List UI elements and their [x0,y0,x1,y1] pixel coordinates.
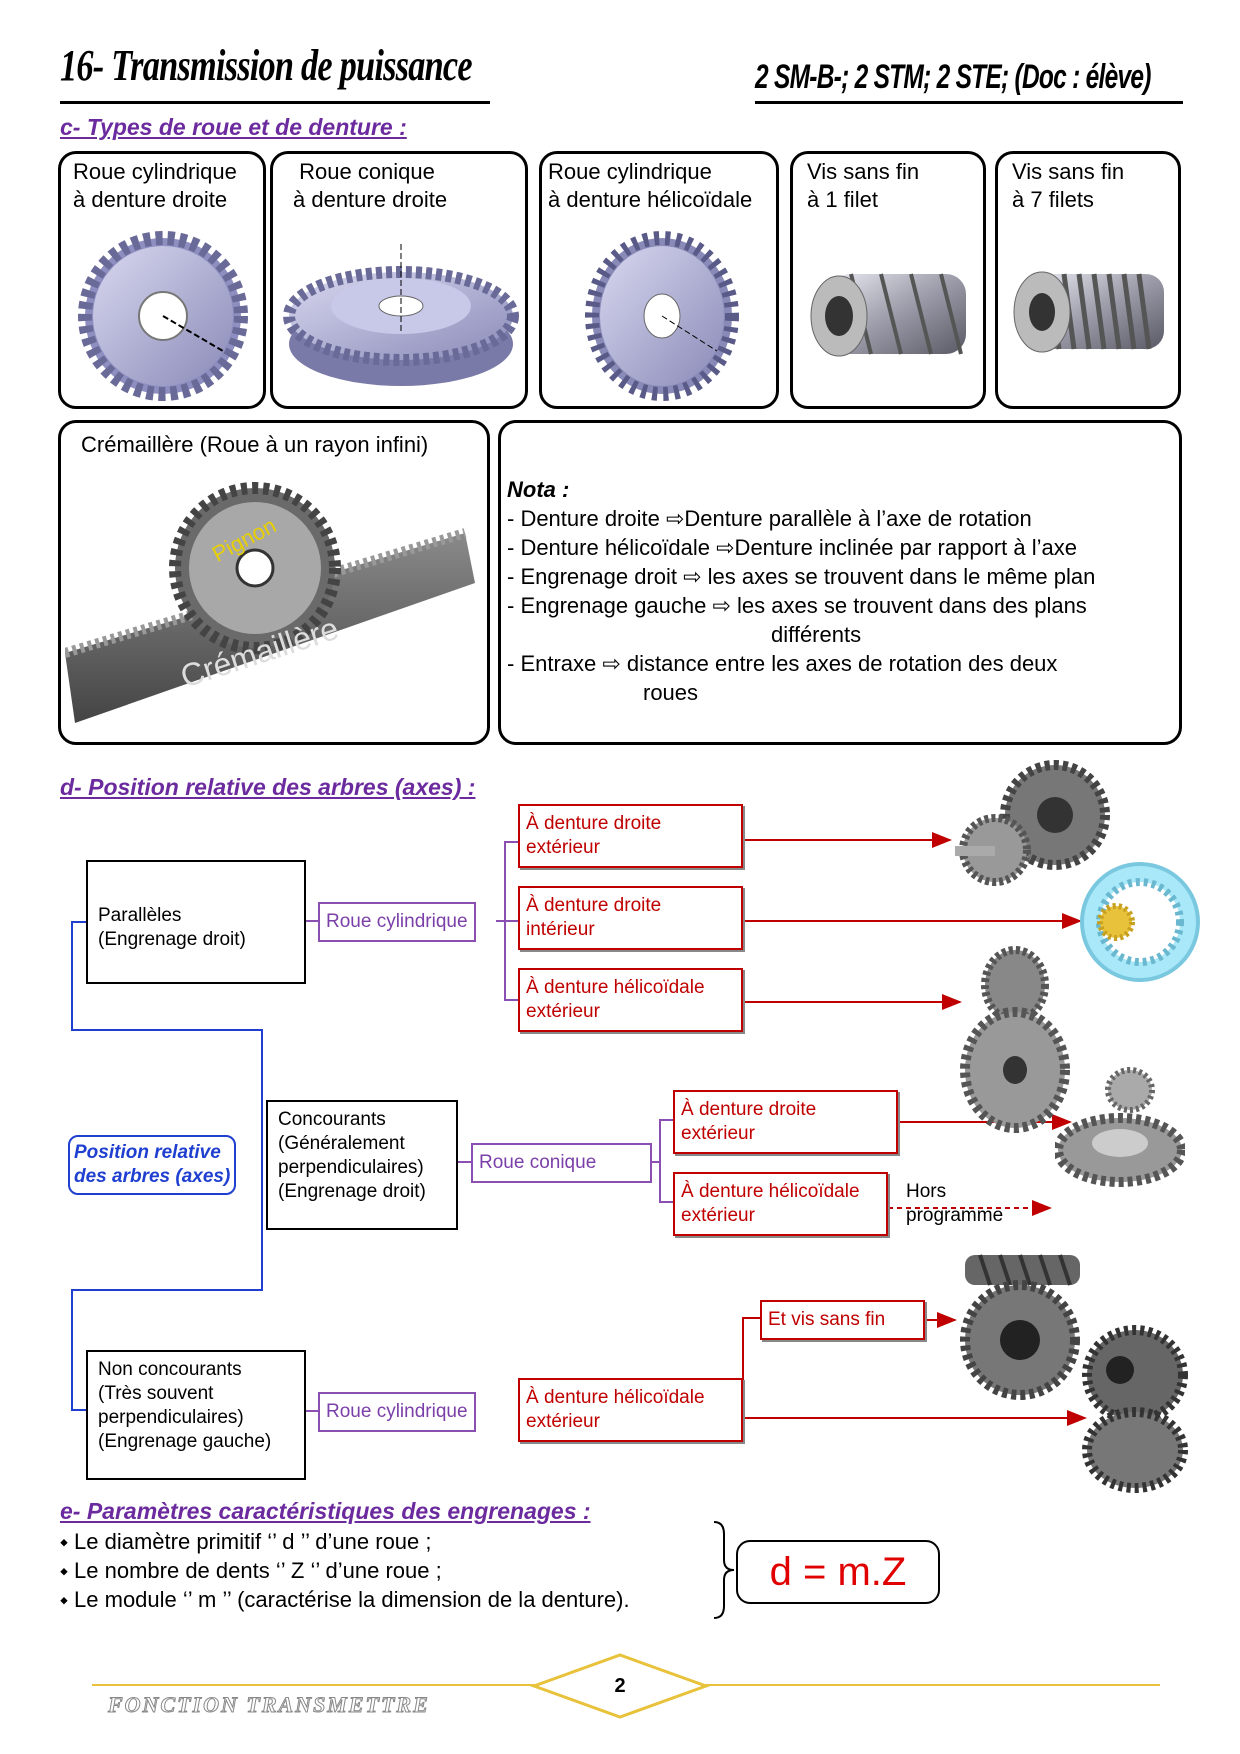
section-c-heading: c- Types de roue et de denture : [60,114,407,140]
leaf-spur-internal: À denture droite intérieur [518,886,743,950]
nota-line: roues [643,680,699,705]
root-node: Position relative des arbres (axes) [68,1135,237,1195]
section-e-heading: e- Paramètres caractéristiques des engre… [60,1498,591,1524]
branch-non-concurrent: Non concourants (Très souvent perpendicu… [86,1350,306,1480]
leaf-worm: Et vis sans fin [760,1300,925,1340]
card-label: Vis sans fin à 1 filet [807,159,920,212]
branch-parallel: Parallèles (Engrenage droit) [86,860,306,984]
nota-title: Nota : [507,477,570,502]
leaf-crossed-helical: À denture hélicoïdale extérieur [518,1378,743,1442]
nota-line: - Entraxe ⇨ distance entre les axes de r… [507,651,1058,676]
nota-card: Nota : - Denture droite ⇨Denture parallè… [498,420,1182,745]
wheel-cylindrical-crossed: Roue cylindrique [318,1392,476,1432]
worm-gear-image [960,1254,1080,1400]
card-rack: Crémaillère (Roue à un rayon infini) Pig… [58,420,490,745]
page-number: 2 [614,1675,626,1697]
param-item: ⬩ Le nombre de dents ‘’ Z ‘’ d’une roue … [60,1558,442,1583]
page-title: 16- Transmission de puissance [60,41,473,90]
branch-concurrent: Concourants (Généralement perpendiculair… [266,1100,458,1230]
leaf-bevel-helical: À denture hélicoïdale extérieur [673,1172,888,1236]
param-item: ⬩ Le module ‘’ m ’’ (caractérise la dime… [60,1587,630,1612]
nota-line: différents [771,622,862,647]
card-label: Crémaillère (Roue à un rayon infini) [81,432,429,457]
leaf-helical-external: À denture hélicoïdale extérieur [518,968,743,1032]
card-label: Vis sans fin à 7 filets [1012,159,1125,212]
helical-pair-image [960,946,1070,1133]
card-worm-1: Vis sans fin à 1 filet [790,151,986,409]
page-number-diamond [530,1653,710,1719]
card-bevel-gear: Roue conique à denture droite [270,151,528,409]
bevel-pair-image [1055,1067,1185,1187]
tree-connectors [71,832,1087,1426]
nota-line: - Engrenage droit ⇨ les axes se trouvent… [507,564,1096,589]
nota-line: - Denture hélicoïdale ⇨Denture inclinée … [507,535,1077,560]
card-helical-gear: Roue cylindrique à denture hélicoïdale [539,151,779,409]
worm-one-thread-image [810,273,966,357]
param-list: ⬩ Le diamètre primitif ‘’ d ’’ d’une rou… [60,1527,630,1614]
nota-line: - Engrenage gauche ⇨ les axes se trouven… [507,593,1087,618]
wheel-bevel: Roue conique [471,1143,652,1183]
spur-pair-image [955,760,1110,886]
leaf-bevel-straight: À denture droite extérieur [673,1090,898,1154]
nota-text: Nota : - Denture droite ⇨Denture parallè… [507,475,1183,707]
worm-seven-threads-image [1013,271,1164,353]
classes-underline [755,101,1183,104]
curly-brace [713,1521,735,1619]
formula-box: d = m.Z [736,1540,940,1604]
rack-pinion-image: Pignon Crémaillère [65,482,475,723]
param-item: ⬩ Le diamètre primitif ‘’ d ’’ d’une rou… [60,1529,432,1554]
leaf-spur-external: À denture droite extérieur [518,804,743,868]
spur-gear-image [78,231,248,401]
helical-gear-image [585,231,739,401]
title-underline [60,101,490,104]
card-label: Roue cylindrique à denture droite [73,159,237,212]
section-d-heading: d- Position relative des arbres (axes) : [60,774,476,800]
class-levels: 2 SM-B-; 2 STM; 2 STE; (Doc : élève) [755,58,1151,96]
card-worm-7: Vis sans fin à 7 filets [995,151,1181,409]
bevel-gear-image [283,244,519,386]
card-label: Roue conique à denture droite [293,159,448,212]
wheel-cylindrical: Roue cylindrique [318,902,476,942]
card-label: Roue cylindrique à denture hélicoïdale [548,159,753,212]
crossed-helical-image [1082,1325,1188,1493]
card-spur-gear: Roue cylindrique à denture droite [58,151,266,409]
out-of-scope-note: Hors programme [906,1181,1004,1226]
nota-line: - Denture droite ⇨Denture parallèle à l’… [507,506,1032,531]
footer-title: FONCTION TRANSMETTRE [108,1692,430,1718]
internal-gear-image [1080,862,1200,982]
